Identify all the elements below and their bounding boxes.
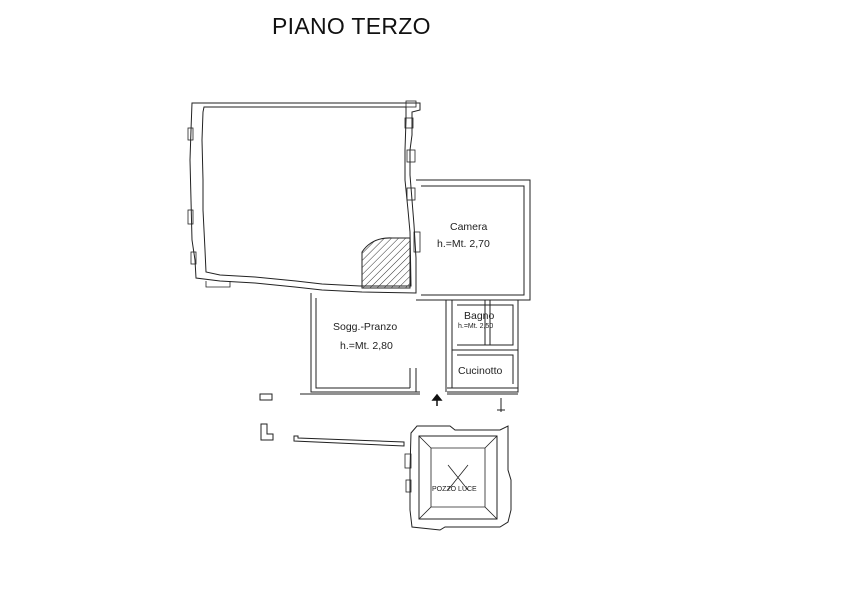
soggiorno-room: Sogg.-Pranzo h.=Mt. 2,80	[300, 293, 519, 395]
soggiorno-label: Sogg.-Pranzo	[333, 321, 397, 333]
cucinotto-room: Cucinotto	[452, 349, 519, 388]
exterior-fragments	[259, 393, 405, 447]
camera-label: Camera	[450, 221, 488, 233]
camera-height-label: h.=Mt. 2,70	[437, 238, 490, 250]
dimension-tick	[497, 398, 505, 412]
pozzo-luce-label: POZZO LUCE	[432, 486, 477, 493]
camera-room: Camera h.=Mt. 2,70	[413, 179, 531, 301]
bagno-room: Bagno h.=Mt. 2,50	[452, 299, 519, 351]
cucinotto-label: Cucinotto	[458, 365, 503, 377]
hatched-column	[361, 237, 411, 289]
pozzo-luce: POZZO LUCE	[404, 425, 512, 531]
soggiorno-height-label: h.=Mt. 2,80	[340, 340, 393, 352]
bagno-label: Bagno	[464, 310, 495, 322]
left-block	[187, 100, 421, 294]
arrow-up-icon	[431, 393, 443, 406]
bagno-height-label: h.=Mt. 2,50	[458, 323, 493, 330]
plan-title: PIANO TERZO	[272, 13, 431, 39]
